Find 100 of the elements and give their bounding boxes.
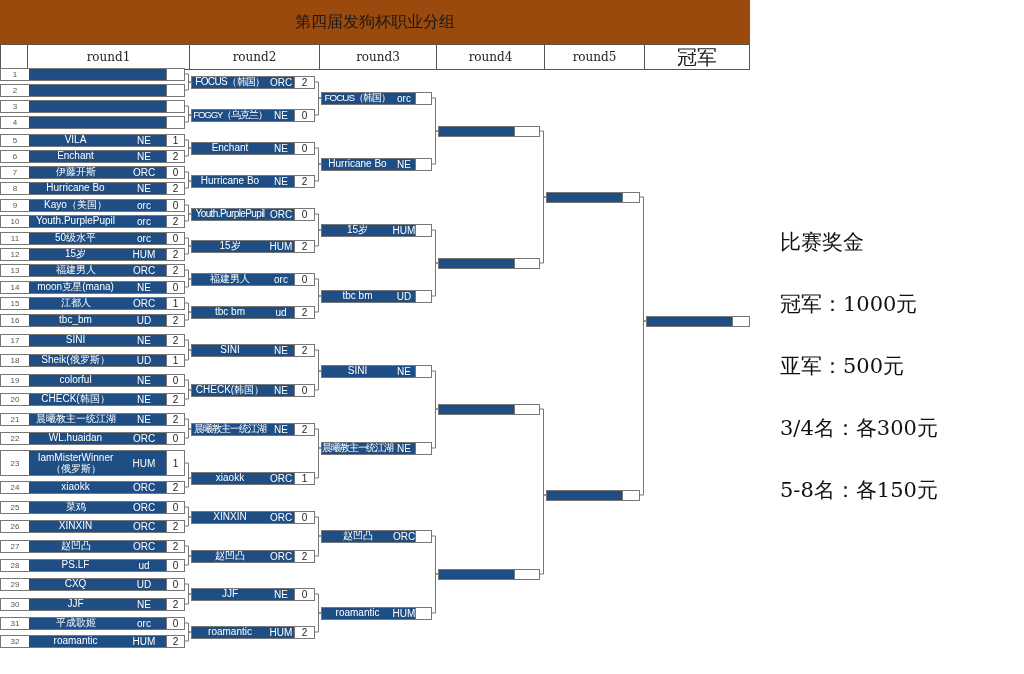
bracket-slot xyxy=(321,529,432,543)
bracket-slot xyxy=(0,149,185,163)
bracket-line xyxy=(314,295,322,313)
player-name: roamantic xyxy=(334,607,381,619)
bracket-line xyxy=(184,73,192,83)
bracket-line xyxy=(539,130,547,198)
bracket-line xyxy=(184,622,192,633)
bracket-slot xyxy=(0,597,185,611)
player-name: XINXIN xyxy=(212,511,248,523)
bracket-slot xyxy=(0,353,185,367)
player-name: 赵凹凸 xyxy=(214,550,246,562)
race-label: NE xyxy=(273,142,289,154)
race-label: UD xyxy=(395,290,413,302)
race-label: ORC xyxy=(131,501,157,513)
race-label: UD xyxy=(135,578,153,590)
bracket-slot xyxy=(191,239,315,253)
bracket-line xyxy=(184,245,192,255)
player-name: 平成歌姬 xyxy=(54,617,97,629)
bracket-line xyxy=(184,278,192,288)
bracket-line xyxy=(184,462,192,479)
bracket-slot xyxy=(191,174,315,188)
player-name: xiaokk xyxy=(60,481,91,493)
bracket-line xyxy=(184,302,192,313)
bracket-slot xyxy=(0,263,185,277)
bracket-slot xyxy=(0,296,185,310)
bracket-slot xyxy=(0,198,185,212)
race-label: HUM xyxy=(268,240,294,252)
bracket-slot xyxy=(0,577,185,591)
player-name: 福建男人 xyxy=(209,273,251,285)
bracket-line xyxy=(314,612,322,633)
race-label: HUM xyxy=(393,607,415,619)
bracket-slot xyxy=(0,539,185,553)
race-label: orc xyxy=(273,273,289,285)
bracket-slot xyxy=(191,141,315,155)
race-label: ORC xyxy=(268,76,294,88)
bracket-line xyxy=(314,97,322,116)
bracket-slot xyxy=(0,280,185,294)
bracket-slot xyxy=(191,343,315,357)
bracket-line xyxy=(184,311,192,321)
player-name: tbc bm xyxy=(341,290,374,302)
bracket-slot xyxy=(0,558,185,572)
player-name: IamMisterWinner（俄罗斯） xyxy=(36,451,115,475)
bracket-line xyxy=(314,278,322,297)
bracket-line xyxy=(431,535,439,575)
bracket-line xyxy=(184,545,192,557)
race-label: ORC xyxy=(131,520,157,532)
race-label: NE xyxy=(396,158,412,170)
bracket-line xyxy=(639,196,647,322)
bracket-line xyxy=(314,213,322,231)
bracket-slot xyxy=(0,500,185,514)
player-name: Enchant xyxy=(56,150,95,162)
bracket-line xyxy=(539,408,547,496)
bracket-slot xyxy=(321,157,432,171)
bracket-slot xyxy=(0,231,185,245)
bracket-line xyxy=(184,147,192,157)
bracket-line xyxy=(184,583,192,595)
player-name: CHECK(韩国） xyxy=(194,384,266,396)
prize-text: 冠军：1000元 xyxy=(780,291,918,318)
bracket-slot xyxy=(0,431,185,445)
bracket-line xyxy=(184,171,192,182)
bracket-slot xyxy=(546,191,640,203)
bracket-line xyxy=(314,428,322,449)
race-label: orc xyxy=(136,215,152,227)
bracket-line xyxy=(184,555,192,566)
player-name: JJF xyxy=(66,598,85,610)
bracket-line xyxy=(184,204,192,215)
bracket-slot xyxy=(191,207,315,221)
column-header: round5 xyxy=(545,44,645,70)
bracket-slot xyxy=(191,108,315,122)
bracket-line xyxy=(431,408,439,449)
race-label: ORC xyxy=(131,481,157,493)
bracket-line xyxy=(184,379,192,391)
player-name: Youth.PurplePupil xyxy=(34,215,117,227)
race-label: ORC xyxy=(131,297,157,309)
player-name: FOCUS（韩国） xyxy=(323,92,392,104)
bracket-line xyxy=(184,418,192,430)
bracket-line xyxy=(314,229,322,247)
bracket-slot xyxy=(191,305,315,319)
race-label: ud xyxy=(274,306,288,318)
bracket-slot xyxy=(191,625,315,639)
race-label: orc xyxy=(136,199,152,211)
race-label: ORC xyxy=(131,540,157,552)
race-label: HUM xyxy=(131,248,157,260)
race-label: NE xyxy=(136,150,152,162)
player-name: Hurricane Bo xyxy=(199,175,261,187)
player-name: 赵凹凸 xyxy=(59,540,92,552)
bracket-line xyxy=(314,516,322,537)
bracket-line xyxy=(184,506,192,518)
race-label: HUM xyxy=(131,456,157,471)
bracket-line xyxy=(314,593,322,614)
bracket-line xyxy=(184,269,192,280)
race-label: NE xyxy=(396,365,412,377)
bracket-line xyxy=(184,631,192,642)
player-name: Hurricane Bo xyxy=(45,182,106,194)
prize-text: 亚军：500元 xyxy=(780,353,905,380)
bracket-slot xyxy=(321,223,432,237)
bracket-line xyxy=(539,196,547,264)
race-label: orc xyxy=(136,232,152,244)
bracket-slot xyxy=(191,75,315,89)
race-label: ORC xyxy=(131,264,157,276)
